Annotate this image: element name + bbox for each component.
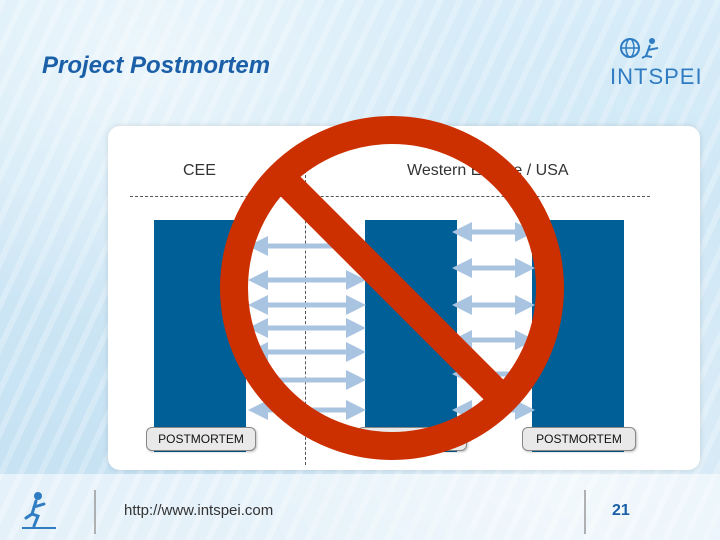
logo-text: INTSPEI [610,64,703,89]
vertical-divider [305,155,306,465]
slide-title: Project Postmortem [42,52,271,79]
page-number: 21 [612,502,630,519]
postmortem-box-western-1: POSTMORTEM [357,427,467,451]
western-label: Western Europe / USA [407,162,569,179]
postmortem-box-cee: POSTMORTEM [146,427,256,451]
cee-label: CEE [183,162,216,179]
runner-figure-icon [22,492,56,529]
globe-figure-logo-icon [620,38,659,59]
western-project-bar-2 [532,220,624,452]
horizontal-divider [130,196,650,197]
western-project-bar-1 [365,220,457,452]
footer-bar [0,474,720,540]
cee-project-bar [154,220,246,452]
footer-url[interactable]: http://www.intspei.com [124,502,274,519]
postmortem-box-western-2: POSTMORTEM [522,427,636,451]
